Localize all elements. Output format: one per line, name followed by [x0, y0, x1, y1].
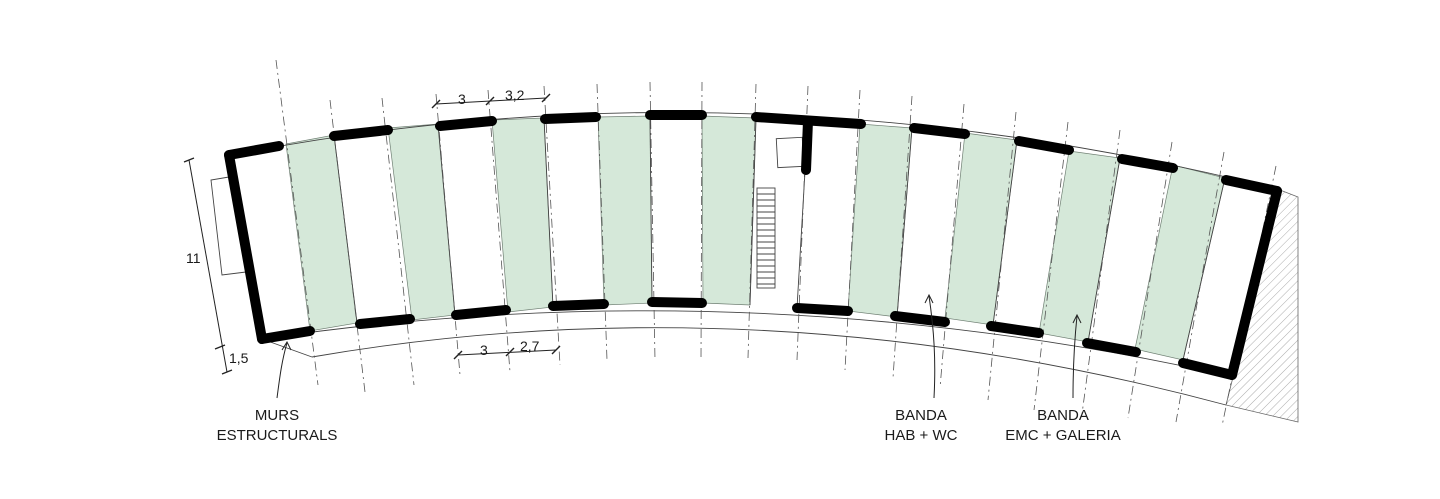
grid-axis-line [329, 99, 366, 393]
label-band-galleries-line1: BANDA [1037, 407, 1089, 424]
grid-axis-line [1127, 141, 1173, 419]
grid-axis-line [1175, 151, 1225, 423]
grid-axis-line [892, 95, 913, 379]
grid-axis-line [844, 89, 861, 371]
dim-top-a: 3 [458, 91, 466, 107]
dim-bottom-b: 2,7 [520, 338, 540, 354]
grid-axis-line [747, 83, 757, 359]
dim-depth: 11 [186, 250, 201, 266]
grid-axes [275, 59, 1277, 427]
grid-axis-line [987, 111, 1017, 401]
grid-axis-line [649, 81, 656, 361]
staircase [756, 187, 776, 289]
dim-bottom-a: 3 [480, 342, 488, 358]
grid-axis-line [596, 83, 608, 361]
label-band-rooms-line2: HAB + WC [885, 427, 958, 444]
grid-axis-line [1221, 165, 1277, 427]
grid-axis-line [1033, 121, 1069, 411]
label-band-galleries-line2: EMC + GALERIA [1005, 427, 1120, 444]
label-band-rooms-line1: BANDA [895, 407, 947, 424]
dim-top-b: 3,2 [505, 87, 525, 103]
grid-axis-line [487, 89, 511, 373]
structural-walls [224, 110, 1282, 380]
grid-axis-line [700, 81, 703, 361]
stair-frame [756, 187, 776, 289]
label-structural-walls-line1: MURS [255, 407, 299, 424]
grid-axis-line [435, 93, 461, 376]
dim-gallery: 1,5 [229, 350, 249, 366]
green-bands [285, 115, 1226, 361]
grid-axis-line [543, 85, 561, 366]
hatched-terrain [1225, 189, 1299, 423]
dimension-lines [183, 93, 1082, 399]
label-structural-walls-line2: ESTRUCTURALS [217, 427, 338, 444]
